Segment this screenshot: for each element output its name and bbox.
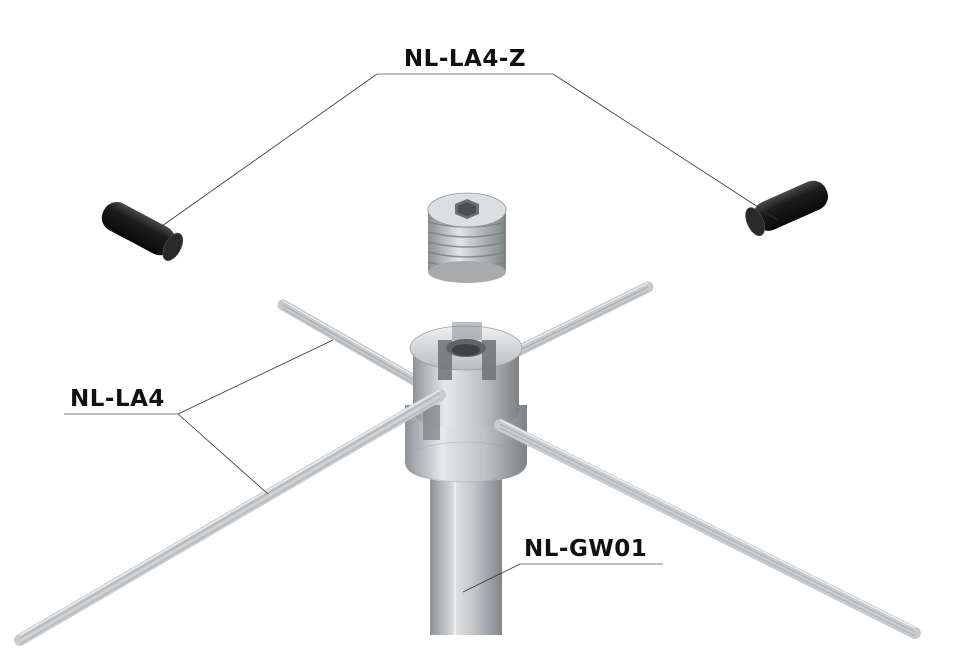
callout-wire: NL-LA4 [64, 339, 334, 495]
callout-post: NL-GW01 [462, 536, 663, 593]
set-screw [427, 192, 507, 283]
slotted-nut [404, 322, 528, 483]
callout-pins: NL-LA4-Z [161, 46, 779, 227]
wire-lower-left [14, 389, 446, 646]
pin-right [745, 180, 828, 237]
wire-lower-right [494, 419, 921, 639]
label-nl-la4: NL-LA4 [70, 386, 165, 412]
label-nl-gw01: NL-GW01 [524, 536, 647, 562]
wire-upper-right [494, 281, 654, 366]
label-nl-la4-z: NL-LA4-Z [404, 46, 526, 72]
guide-post [430, 470, 502, 635]
pin-left [101, 201, 184, 261]
